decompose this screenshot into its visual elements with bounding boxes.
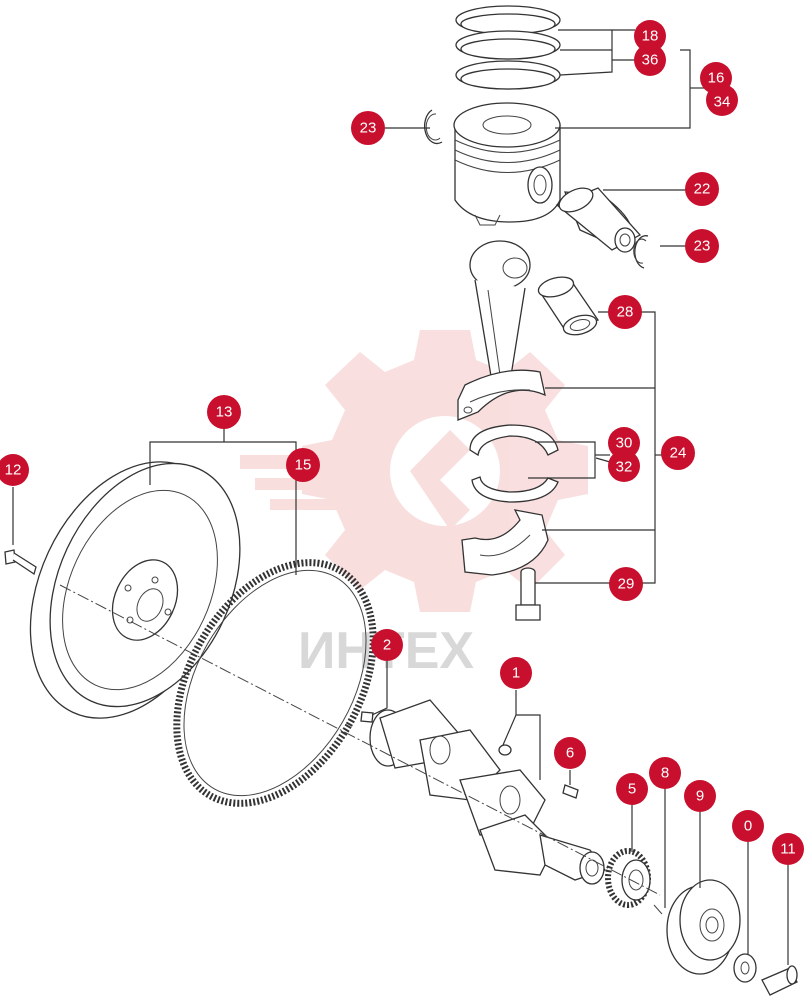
svg-text:24: 24 [670,445,687,462]
callout-0[interactable]: 0 [732,810,764,842]
svg-text:16: 16 [708,70,725,87]
svg-text:32: 32 [616,459,633,476]
small-pin [653,904,663,915]
svg-text:8: 8 [661,765,669,782]
callout-16[interactable]: 16 [700,62,732,94]
svg-text:23: 23 [360,120,377,137]
callout-12[interactable]: 12 [0,454,29,486]
callout-6[interactable]: 6 [554,737,586,769]
assembly-axis-line [59,584,661,896]
snap-ring-right [633,235,649,269]
crankshaft-gear [605,848,651,908]
small-end-bushing [537,276,600,336]
ring-gear [173,559,377,807]
svg-text:36: 36 [642,52,659,69]
dowel-pin [360,711,374,723]
key [562,784,579,799]
connecting-rod [457,240,546,421]
callout-9[interactable]: 9 [684,780,716,812]
svg-text:1: 1 [512,665,520,682]
svg-text:29: 29 [618,576,635,593]
flywheel-bolt [4,549,37,576]
callout-8[interactable]: 8 [649,757,681,789]
svg-text:28: 28 [617,304,634,321]
piston [453,102,561,226]
leader-lines [12,29,789,965]
svg-text:6: 6 [566,745,574,762]
connecting-rod-bolt [515,567,541,621]
callout-1[interactable]: 1 [500,657,532,689]
callout-36[interactable]: 36 [634,44,666,76]
callout-24[interactable]: 24 [661,436,695,470]
washer [733,953,757,983]
callout-29[interactable]: 29 [609,567,643,601]
callout-18[interactable]: 18 [634,20,666,52]
callout-22[interactable]: 22 [685,172,719,206]
svg-text:12: 12 [5,462,22,479]
svg-text:23: 23 [694,238,711,255]
piston-pin [555,187,642,253]
svg-text:13: 13 [216,404,233,421]
crankshaft-pulley [666,879,741,975]
callout-28[interactable]: 28 [608,295,642,329]
svg-text:22: 22 [694,181,711,198]
connecting-rod-cap [461,509,549,576]
callout-2[interactable]: 2 [371,629,403,661]
svg-text:5: 5 [628,781,636,798]
svg-text:34: 34 [714,94,731,111]
snap-ring-left [424,109,443,145]
callout-15[interactable]: 15 [286,448,320,482]
svg-text:15: 15 [295,457,312,474]
callout-23-right[interactable]: 23 [685,229,719,263]
flywheel [29,461,241,719]
callout-23-left[interactable]: 23 [351,111,385,145]
svg-text:0: 0 [744,818,752,835]
pulley-bolt [761,965,798,996]
callout-32[interactable]: 32 [608,450,640,482]
svg-text:9: 9 [696,788,704,805]
svg-text:18: 18 [642,28,659,45]
callout-30[interactable]: 30 [608,427,640,459]
svg-text:11: 11 [780,841,796,858]
callout-13[interactable]: 13 [207,395,241,429]
callout-5[interactable]: 5 [616,773,648,805]
callout-11[interactable]: 11 [772,833,804,865]
piston-rings [455,5,561,90]
svg-text:30: 30 [616,435,633,452]
crankshaft [369,699,607,885]
woodruff-key [498,744,512,756]
svg-text:2: 2 [383,637,391,654]
